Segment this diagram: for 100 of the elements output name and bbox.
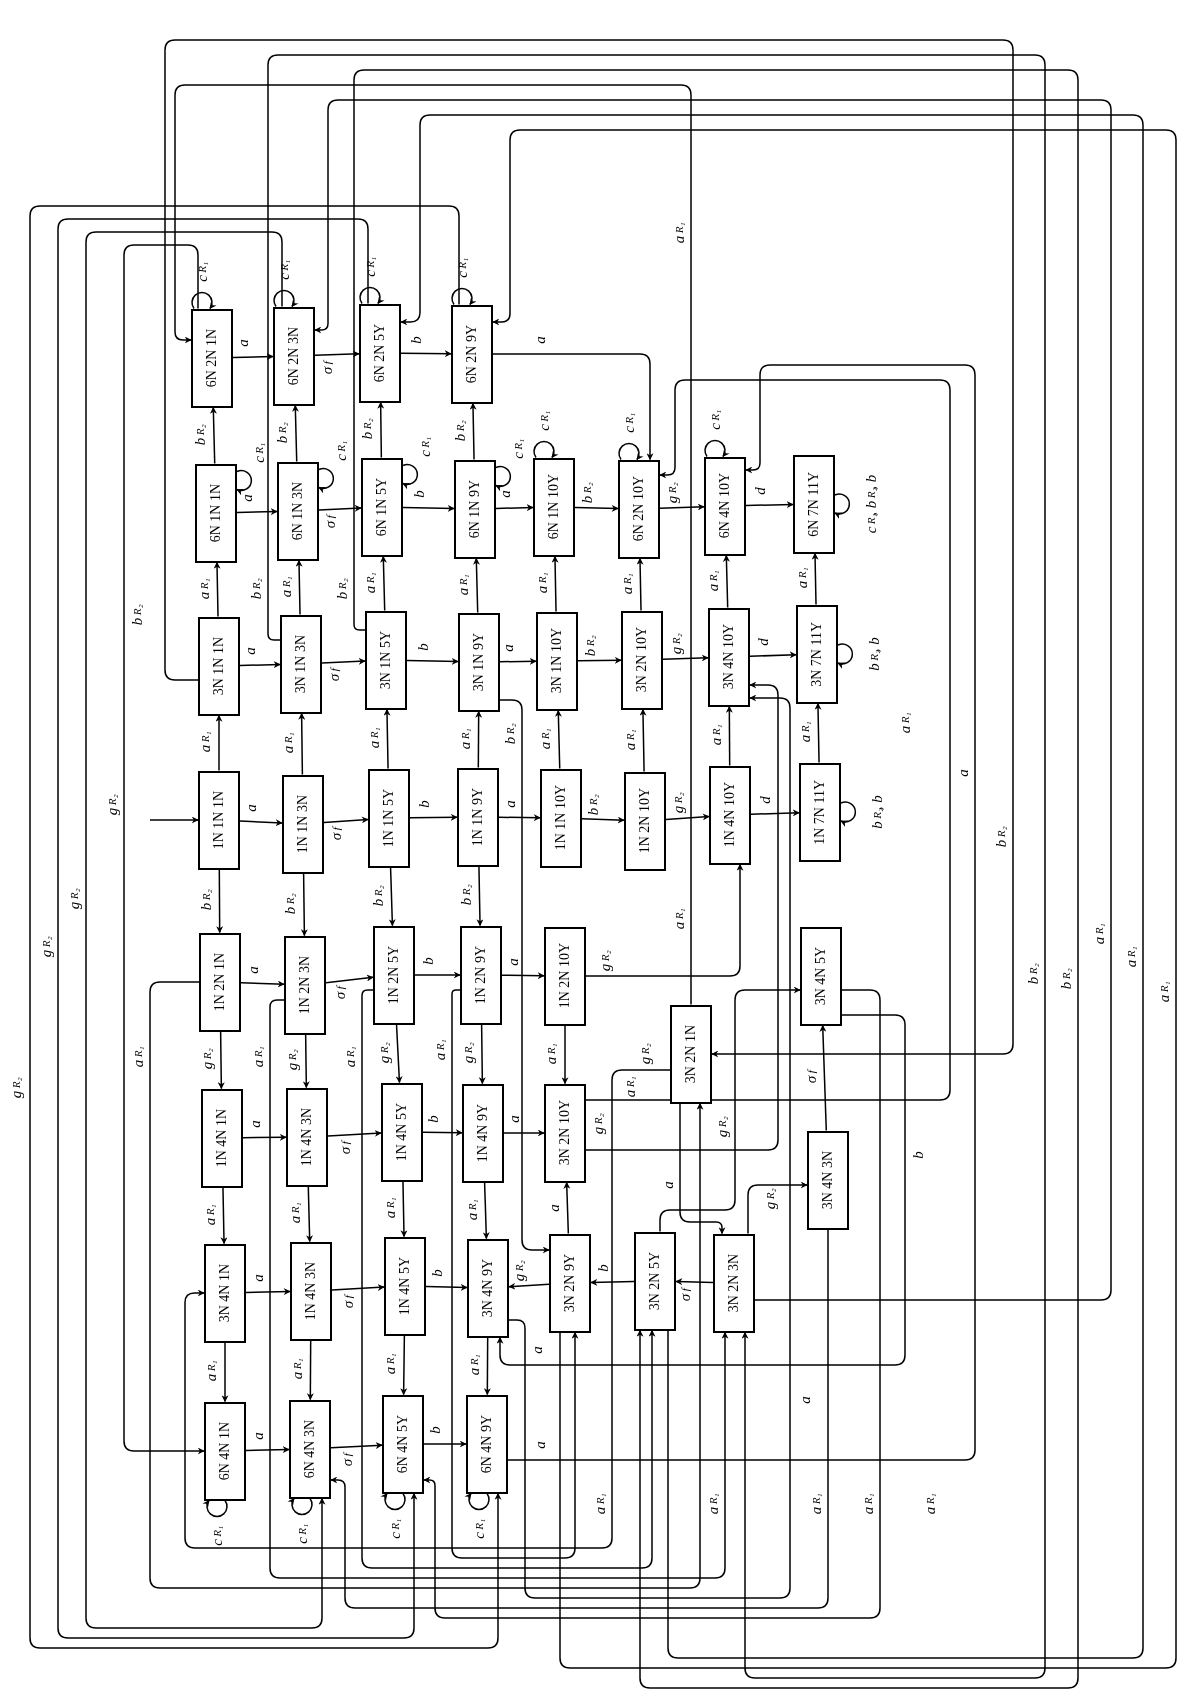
start-arrow xyxy=(149,816,199,824)
transition-label: a xyxy=(242,647,258,655)
state-box: 6N 4N 10Y xyxy=(704,456,746,556)
transition-arrow xyxy=(451,989,579,1559)
transition-arrow xyxy=(498,814,541,822)
state-box: 3N 2N 3N xyxy=(713,1233,755,1333)
state-box: 1N 4N 1N xyxy=(201,1088,243,1188)
transition-arrow xyxy=(499,699,550,1254)
transition-arrow xyxy=(508,694,791,1599)
state-box: 1N 4N 5Y xyxy=(384,1236,426,1336)
self-loop-arrow xyxy=(236,469,253,496)
transition-label: b xyxy=(420,957,435,965)
transition-label: a xyxy=(247,1119,262,1128)
transition-arrow xyxy=(423,1440,467,1448)
state-box: 3N 4N 3N xyxy=(807,1130,849,1230)
state-box: 3N 1N 10Y xyxy=(536,611,578,711)
state-box: 3N 2N 5Y xyxy=(634,1231,676,1331)
transition-arrow xyxy=(476,865,484,927)
transition-label: a xyxy=(532,336,548,344)
state-box: 1N 2N 5Y xyxy=(373,925,415,1025)
transition-arrow xyxy=(379,555,387,612)
transition-label: b xyxy=(415,643,430,651)
transition-arrow xyxy=(302,1033,310,1089)
state-box: 1N 7N 11Y xyxy=(799,762,841,862)
state-box: 3N 4N 10Y xyxy=(708,607,750,707)
transition-arrow xyxy=(306,1185,314,1243)
transition-label: d xyxy=(752,487,767,495)
state-box: 3N 1N 3N xyxy=(280,614,322,714)
state-box: 3N 4N 9Y xyxy=(467,1238,509,1338)
state-box: 1N 2N 10Y xyxy=(624,771,666,871)
transition-arrow xyxy=(725,705,733,767)
transition-arrow xyxy=(213,561,221,618)
transition-label: b xyxy=(425,1114,440,1123)
state-box: 6N 2N 5Y xyxy=(359,303,401,403)
transition-arrow xyxy=(220,1186,228,1245)
transition-arrow xyxy=(377,401,385,459)
transition-label: b xyxy=(429,1269,444,1277)
transition-arrow xyxy=(483,1336,491,1396)
transition-arrow xyxy=(400,1334,408,1396)
state-box: 6N 1N 5Y xyxy=(361,457,403,557)
transition-arrow xyxy=(221,1341,229,1403)
transition-arrow xyxy=(314,99,1112,1301)
transition-label: d xyxy=(757,795,773,804)
transition-arrow xyxy=(574,504,619,512)
transition-arrow xyxy=(425,1283,468,1291)
transition-arrow xyxy=(291,404,299,463)
transition-arrow xyxy=(29,205,502,1649)
self-loop-arrow xyxy=(834,493,851,519)
transition-arrow xyxy=(492,129,1177,1669)
state-box: 6N 1N 1N xyxy=(195,463,237,563)
transition-label: b xyxy=(427,1426,443,1434)
state-box: 1N 1N 1N xyxy=(198,770,240,870)
transition-arrow xyxy=(85,231,326,1629)
state-box: 6N 1N 3N xyxy=(277,461,319,561)
transition-arrow xyxy=(239,819,283,827)
transition-arrow xyxy=(242,1133,287,1141)
transition-arrow xyxy=(402,504,455,512)
state-box: 3N 1N 5Y xyxy=(365,610,407,710)
transition-arrow xyxy=(383,708,391,770)
self-loop-arrow xyxy=(837,643,854,669)
transition-arrow xyxy=(330,1228,829,1609)
transition-arrow xyxy=(639,708,647,773)
self-loop-arrow xyxy=(380,1492,406,1511)
transition-arrow xyxy=(236,508,278,516)
transition-label: a xyxy=(529,1346,545,1354)
self-loop-arrow xyxy=(533,440,559,459)
transition-arrow xyxy=(496,1014,906,1366)
state-box: 6N 1N 10Y xyxy=(533,457,575,557)
self-loop-arrow xyxy=(402,463,419,490)
transition-arrow xyxy=(245,1288,291,1296)
transition-arrow xyxy=(395,1023,403,1084)
transition-arrow xyxy=(123,244,205,1455)
state-box: 6N 2N 9Y xyxy=(451,304,493,404)
transition-arrow xyxy=(563,1181,571,1235)
transition-label: d xyxy=(755,637,771,646)
transition-arrow xyxy=(814,702,822,764)
transition-arrow xyxy=(149,981,704,1589)
transition-label: b xyxy=(910,1151,926,1159)
transition-arrow xyxy=(472,557,480,614)
transition-arrow xyxy=(723,554,730,609)
transition-arrow xyxy=(240,980,285,988)
state-box: 1N 1N 5Y xyxy=(368,768,410,868)
transition-arrow xyxy=(232,353,274,361)
state-box: 3N 4N 1N xyxy=(204,1243,246,1343)
transition-label: a xyxy=(243,804,259,812)
state-box: 6N 2N 10Y xyxy=(618,459,660,559)
transition-label: a xyxy=(532,1441,548,1449)
transition-label: b xyxy=(408,335,424,344)
self-loop-arrow xyxy=(840,801,857,827)
transition-arrow xyxy=(400,1180,408,1238)
state-box: 3N 1N 9Y xyxy=(458,612,500,712)
transition-label: a xyxy=(660,1181,676,1189)
transition-arrow xyxy=(406,657,459,665)
state-box: 6N 4N 1N xyxy=(204,1401,246,1501)
transition-label: a xyxy=(245,965,260,974)
transition-arrow xyxy=(295,559,303,616)
transition-arrow xyxy=(215,714,223,772)
state-box: 1N 2N 3N xyxy=(284,935,326,1035)
transition-arrow xyxy=(495,504,534,512)
transition-arrow xyxy=(482,1181,490,1240)
